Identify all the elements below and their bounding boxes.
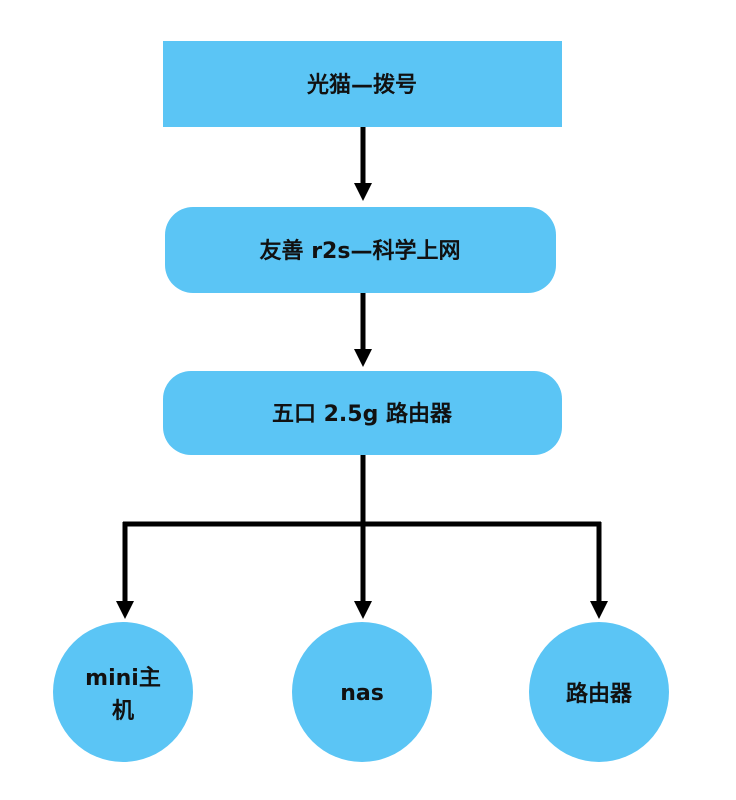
node-r2s: 友善 r2s—科学上网 <box>165 207 556 293</box>
edge-router5-to-children <box>116 455 608 619</box>
node-mini-host: mini主 机 <box>53 622 193 762</box>
node-router: 路由器 <box>529 622 669 762</box>
node-mini-host-label-line2: 机 <box>112 699 134 724</box>
node-modem: 光猫—拨号 <box>163 41 562 127</box>
edge-r2s-to-router5 <box>354 293 372 367</box>
node-router-label: 路由器 <box>566 681 633 707</box>
node-nas: nas <box>292 622 432 762</box>
edge-modem-to-r2s <box>354 127 372 201</box>
node-r2s-label: 友善 r2s—科学上网 <box>260 238 461 264</box>
node-router5-label: 五口 2.5g 路由器 <box>272 401 453 427</box>
node-router5: 五口 2.5g 路由器 <box>163 371 562 455</box>
node-modem-label: 光猫—拨号 <box>306 73 417 98</box>
node-mini-host-label-line1: mini主 <box>85 666 161 691</box>
node-nas-label: nas <box>340 681 384 706</box>
